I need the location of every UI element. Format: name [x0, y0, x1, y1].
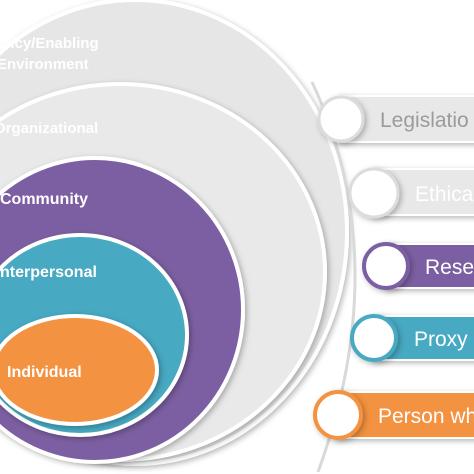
level-interpersonal-label: nterpersonal: [0, 264, 97, 281]
level-community-label: Community: [0, 191, 88, 208]
level-organizational-label: Organizational: [0, 120, 98, 137]
tag-legislation-circle: [317, 95, 365, 143]
tag-legislation: Legislatio: [317, 95, 474, 143]
tag-person-label: Person wh: [378, 405, 474, 428]
level-policy-label-line2: Environment: [0, 56, 89, 73]
level-individual-ellipse: [0, 314, 159, 426]
tag-legislation-label: Legislatio: [380, 109, 469, 132]
level-individual-label: Individual: [7, 364, 82, 381]
level-policy-label-line1: olicy/Enabling: [0, 35, 99, 52]
tag-ethical-label: Ethica: [415, 183, 474, 206]
level-individual: Individual: [0, 314, 159, 426]
tag-ethical-circle: [348, 167, 400, 219]
tag-person-circle: [313, 390, 363, 440]
tag-research-label: Rese: [425, 256, 474, 279]
tag-person: Person wh: [313, 390, 474, 440]
tag-ethical: Ethica: [348, 167, 474, 219]
tag-proxy: Proxy: [350, 314, 474, 362]
tag-proxy-circle: [350, 314, 398, 362]
tag-proxy-label: Proxy: [414, 328, 468, 351]
tag-research-circle: [362, 242, 410, 290]
tag-research: Rese: [362, 242, 474, 290]
